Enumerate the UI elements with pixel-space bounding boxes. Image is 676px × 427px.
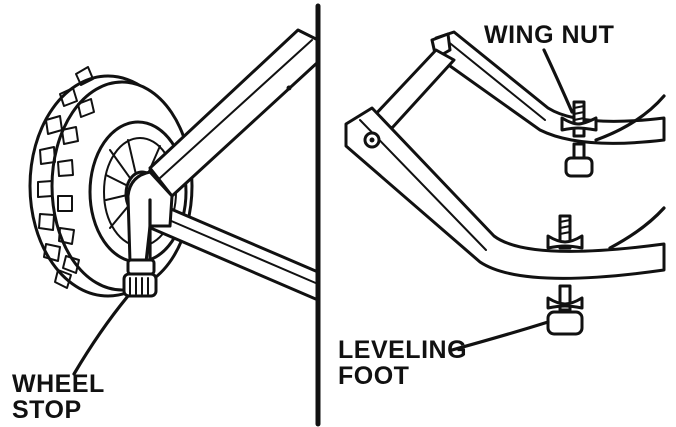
leveling-foot-label: LEVELING FOOT: [338, 337, 467, 389]
wing-nut-leader-line: [544, 50, 572, 112]
wing-nut-label-text: WING NUT: [484, 21, 614, 49]
lower-wing-nut: [548, 216, 582, 248]
wheel-stop-part: [124, 260, 156, 296]
wheel-stop-leader-line: [74, 296, 128, 374]
lower-leveling-foot: [548, 286, 582, 334]
wheel-stop-label: WHEEL STOP: [12, 371, 105, 423]
wheel-stop-label-line2: STOP: [12, 397, 105, 423]
upper-leveling-foot: [566, 144, 592, 176]
leveling-foot-label-line2: FOOT: [338, 363, 467, 389]
leveling-foot-label-line1: LEVELING: [338, 337, 467, 363]
wing-nut-label: WING NUT: [484, 22, 614, 48]
wheel-stop-label-line1: WHEEL: [12, 371, 105, 397]
frame-upright-tube: [150, 30, 318, 196]
frame-diagonal-tube: [372, 50, 454, 128]
left-panel-wheel-assembly: [30, 30, 318, 374]
right-panel-leveling-assembly: [346, 32, 664, 350]
